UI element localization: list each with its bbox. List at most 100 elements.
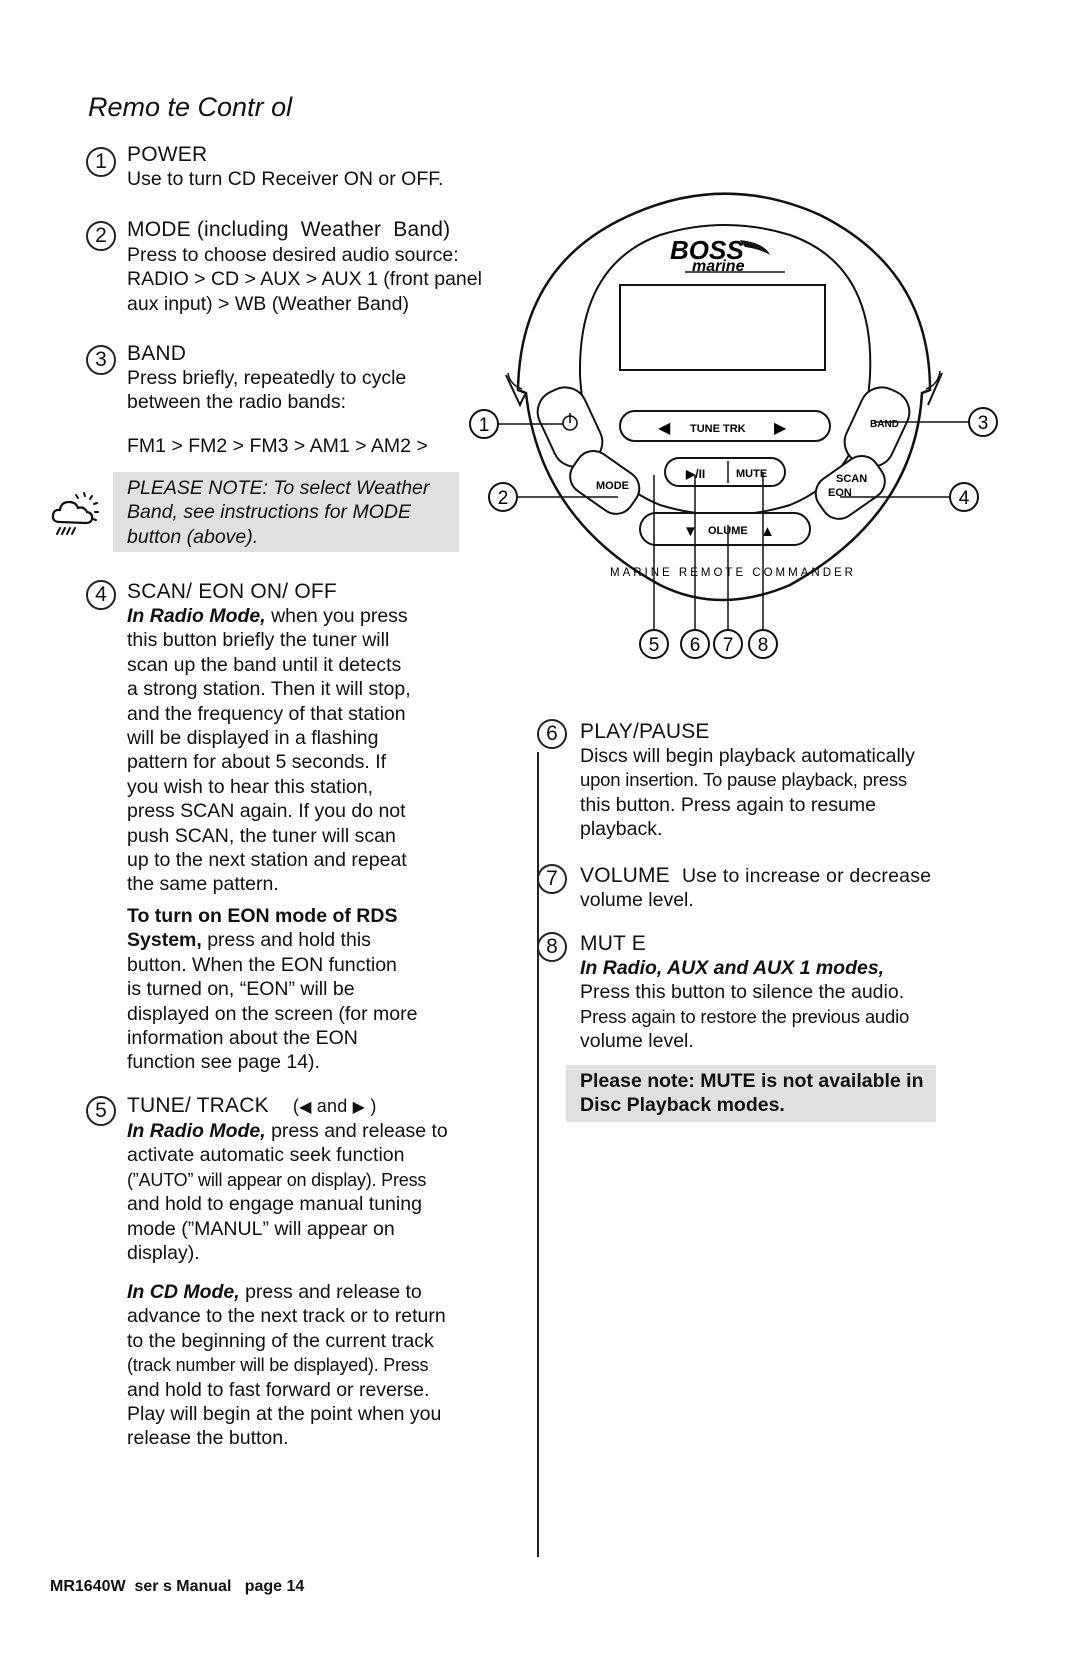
callout-label-1: 1 — [479, 415, 490, 436]
eon-lead: To turn on EON mode of RDS — [127, 905, 398, 927]
section-body-mute: In Radio, AUX and AUX 1 modes, Press thi… — [580, 956, 960, 1054]
section-heading-volume: VOLUME Use to increase or decrease — [580, 864, 931, 888]
text-line: this button briefly the tuner will — [127, 629, 390, 652]
mode-lead: In Radio Mode, — [127, 1120, 266, 1142]
section-body-band: Press briefly, repeatedly to cycle betwe… — [127, 366, 406, 415]
text-line: mode (”MANUL” will appear on — [127, 1217, 395, 1240]
page-title: Remo te Contr ol — [88, 92, 293, 122]
section-body-power: Use to turn CD Receiver ON or OFF. — [127, 168, 444, 190]
heading-text: VOLUME — [580, 864, 670, 887]
remote-eon-label: EON — [828, 487, 852, 499]
text-line: release the button. — [127, 1427, 289, 1450]
callout-circle-6 — [680, 629, 710, 659]
text-line: (”AUTO” will appear on display). Press — [127, 1169, 427, 1190]
text-line: playback. — [580, 818, 663, 841]
section-body-mode: Press to choose desired audio source: RA… — [127, 243, 482, 316]
text-line: Press to choose desired audio source: — [127, 244, 459, 266]
section-heading-play-pause: PLAY/PAUSE — [580, 720, 710, 743]
remote-tune-right-arrow: ▶ — [774, 420, 787, 437]
text-line: Play will begin at the point when you — [127, 1403, 442, 1426]
text-line: Disc Playback modes. — [580, 1094, 785, 1117]
remote-caption: MARINE REMOTE COMMANDER — [610, 567, 856, 579]
section-number-8: 8 — [537, 932, 567, 962]
mode-lead: In Radio Mode, — [127, 605, 266, 627]
text-line: scan up the band until it detects — [127, 653, 402, 676]
remote-play-label: ▶/II — [685, 467, 705, 481]
text-line: to the beginning of the current track — [127, 1329, 434, 1352]
section-number-1: 1 — [86, 147, 116, 177]
remote-tune-track-button — [619, 410, 831, 442]
text-line: Press again to restore the previous audi… — [580, 1005, 910, 1027]
left-triangle-icon: ◀ — [299, 1099, 312, 1116]
remote-tune-left-arrow: ◀ — [658, 420, 671, 437]
text-line: (track number will be displayed). Press — [127, 1355, 429, 1376]
text-line: and hold to engage manual tuning — [127, 1193, 422, 1216]
remote-tune-label: TUNE TRK — [690, 423, 746, 435]
mute-note-text: Please note: MUTE is not available in Di… — [580, 1069, 924, 1118]
text-line: and the frequency of that station — [127, 702, 406, 725]
callout-label-5: 5 — [649, 635, 660, 656]
callout-label-8: 8 — [758, 635, 769, 656]
text-line: a strong station. Then it will stop, — [127, 678, 411, 701]
text-line: advance to the next track or to return — [127, 1305, 446, 1328]
section-heading-power: POWER — [127, 143, 208, 166]
mode-lead: In CD Mode, — [127, 1281, 240, 1303]
text-line: aux input) > WB (Weather Band) — [127, 292, 409, 315]
section-heading-tune-track: TUNE/ TRACK (◀ and ▶ ) — [127, 1094, 377, 1118]
text-line: function see page 14). — [127, 1051, 320, 1074]
tune-arrows: (◀ and ▶ ) — [292, 1096, 377, 1116]
callout-label-7: 7 — [723, 635, 734, 656]
section-number-3: 3 — [86, 345, 116, 375]
section-number-2: 2 — [86, 221, 116, 251]
section-heading-mode: MODE (including Weather Band) — [127, 218, 451, 241]
text-line: displayed on the screen (for more — [127, 1002, 418, 1025]
text-line: button (above). — [127, 525, 259, 548]
text-line: Discs will begin playback automatically — [580, 745, 915, 767]
text-line: press and release to — [265, 1120, 448, 1142]
eon-lead: System, — [127, 929, 202, 952]
remote-side-band-left — [505, 374, 527, 408]
remote-band-label: BAND — [870, 419, 899, 430]
section-number-7: 7 — [537, 864, 567, 894]
column-divider — [537, 752, 539, 1557]
text-line: Band, see instructions for MODE — [127, 501, 411, 524]
section-number-4: 4 — [86, 580, 116, 610]
weather-note-box: PLEASE NOTE: To select Weather Band, see… — [113, 472, 459, 552]
text-line: press SCAN again. If you do not — [127, 800, 406, 823]
remote-volume-up-icon: ▲ — [760, 523, 775, 540]
text-line: RADIO > CD > AUX > AUX 1 (front panel — [127, 268, 482, 291]
remote-volume-down-icon: ▼ — [683, 523, 698, 540]
section-number-5: 5 — [86, 1096, 116, 1126]
right-triangle-icon: ▶ — [352, 1099, 366, 1116]
mute-note-box: Please note: MUTE is not available in Di… — [566, 1065, 936, 1122]
text-line: Please note: MUTE is not available in — [580, 1070, 924, 1092]
remote-logo-boss: BOSS — [670, 235, 744, 265]
text-line: up to the next station and repeat — [127, 849, 407, 872]
section-heading-mute: MUT E — [580, 932, 646, 955]
section-body-play-pause: Discs will begin playback automatically … — [580, 744, 960, 842]
callout-circle-8 — [748, 629, 778, 659]
text-line: when you press — [265, 605, 408, 627]
section-body-tune-cd: In CD Mode, press and release to advance… — [127, 1280, 477, 1451]
section-number-6: 6 — [537, 719, 567, 749]
section-body-volume: volume level. — [580, 888, 694, 912]
text-line: is turned on, “EON” will be — [127, 978, 355, 1001]
section-heading-scan-eon: SCAN/ EON ON/ OFF — [127, 580, 337, 603]
page-footer: MR1640W ser s Manual page 14 — [50, 1578, 305, 1595]
remote-mode-label: MODE — [596, 480, 629, 492]
text-line: activate automatic seek function — [127, 1144, 405, 1167]
remote-illustration: BOSS marine ◀ TUNE TRK ▶ ▶/II MUTE ▼ OLU… — [469, 192, 998, 659]
remote-side-band-left-2 — [507, 372, 523, 390]
text-line: button. When the EON function — [127, 953, 397, 976]
weather-note-text: PLEASE NOTE: To select Weather Band, see… — [127, 476, 429, 549]
section-heading-band: BAND — [127, 342, 187, 365]
text-line: PLEASE NOTE: To select Weather — [127, 477, 430, 499]
remote-mute-label: MUTE — [736, 468, 767, 480]
text-line: press and hold this — [201, 929, 371, 952]
text-line: information about the EON — [127, 1027, 358, 1050]
text-line: volume level. — [580, 1030, 694, 1053]
remote-mode-button — [569, 449, 641, 515]
section-body-tune-radio: In Radio Mode, press and release to acti… — [127, 1119, 477, 1265]
weather-cloud-icon — [51, 492, 99, 535]
section-body-eon: To turn on EON mode of RDS System, press… — [127, 904, 467, 1075]
